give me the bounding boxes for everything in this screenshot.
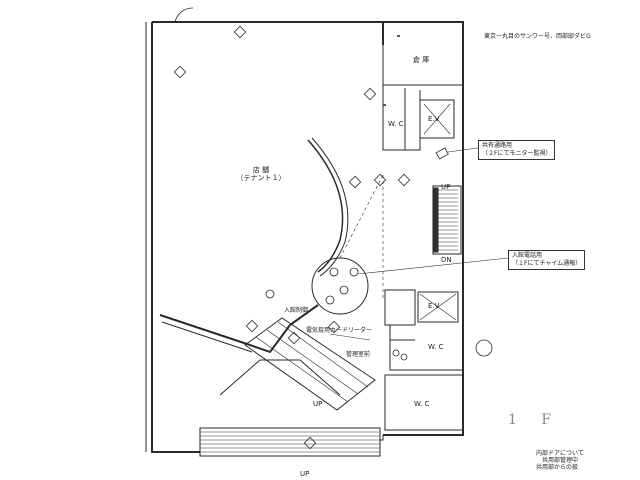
ceiling-sensor-icon xyxy=(397,173,411,187)
ceiling-sensor-icon xyxy=(287,331,301,345)
management-label: 管理室前 xyxy=(346,351,371,358)
stair-up-bottom-label: UP xyxy=(300,470,310,478)
ceiling-sensor-icon xyxy=(363,87,377,101)
bottom-right-note-line1: 内部ドアについて xyxy=(536,450,584,457)
sensor-icon xyxy=(325,295,335,305)
store-label-line2: （テナント１） xyxy=(236,174,286,182)
ceiling-sensor-icon xyxy=(327,320,341,334)
stair-up-right-label: UP xyxy=(441,183,451,191)
stair-dn-right-label: DN xyxy=(441,256,452,264)
bottom-right-note-line3: 共用部からの扱 xyxy=(536,464,579,471)
camera-icon xyxy=(435,147,449,160)
sensor-icon xyxy=(329,267,339,277)
ev-mid-label: E.V xyxy=(428,302,440,310)
sensor-icon xyxy=(400,353,408,361)
monitor-note-line1: 共有通路用 xyxy=(482,142,513,149)
store-label: 店 舗 （テナント１） xyxy=(226,166,296,182)
warehouse-label: 倉 庫 xyxy=(413,56,430,64)
monitor-note-line2: （２Fにてモニター監視） xyxy=(482,150,552,157)
wc-mid-label: W. C xyxy=(428,343,444,351)
sensor-icon xyxy=(349,267,359,277)
interphone-note-line1: 入館電話用 xyxy=(512,252,543,259)
wc-top-label: W. C xyxy=(388,120,404,128)
ceiling-sensor-icon xyxy=(245,319,259,333)
wc-bottom-label: W. C xyxy=(414,400,430,408)
ceiling-sensor-icon xyxy=(373,173,387,187)
bottom-right-note-line2: 共用部管理中 xyxy=(542,457,579,464)
interphone-note-line2: （１Fにてチャイム通報） xyxy=(512,260,582,267)
bottom-right-note: 内部ドアについて 共用部管理中 共用部からの扱 xyxy=(536,450,584,471)
ceiling-sensor-icon xyxy=(233,25,247,39)
legend-symbol-icon xyxy=(475,339,493,357)
title-note: 東京一丸目のサンワー号、岡部邸ダビG xyxy=(484,33,591,40)
ev-top-label: E.V xyxy=(428,115,440,123)
sensor-icon xyxy=(392,349,400,357)
ceiling-sensor-icon xyxy=(173,65,187,79)
ceiling-sensor-icon xyxy=(348,175,362,189)
monitor-note: 共有通路用 （２Fにてモニター監視） xyxy=(478,140,556,160)
entrance-panel-label: 入館制御 xyxy=(284,307,309,314)
stair-up-main-label: UP xyxy=(313,400,323,408)
floor-label: 1 F xyxy=(508,412,562,428)
store-label-line1: 店 舗 xyxy=(252,166,270,174)
interphone-note: 入館電話用 （１Fにてチャイム通報） xyxy=(508,250,586,270)
ceiling-sensor-icon xyxy=(303,436,317,450)
sensor-icon xyxy=(339,285,349,295)
card-reader-label: 電気錠用カードリーダー xyxy=(306,327,373,334)
sensor-icon xyxy=(265,289,275,299)
